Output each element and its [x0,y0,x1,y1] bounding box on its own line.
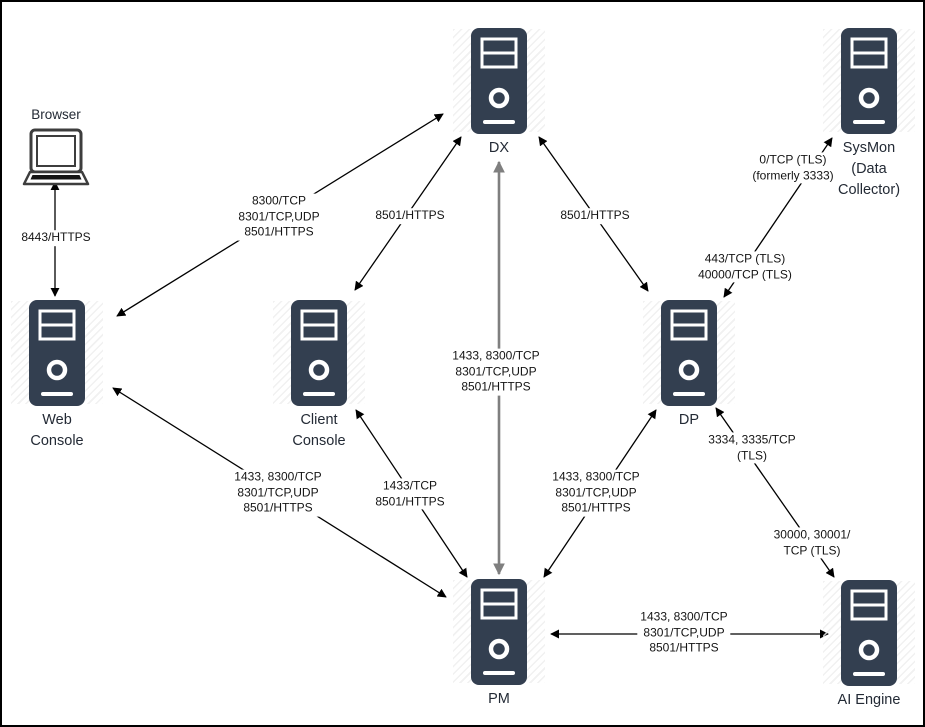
node-client-console: Client Console [273,300,365,449]
node-sysmon-label: SysMon (Data Collector) [837,140,901,199]
server-icon [841,28,897,134]
edge-label-web-dx: 8300/TCP 8301/TCP,UDP 8501/HTTPS [235,193,323,241]
node-browser-label: Browser [31,107,81,122]
edge-label-dx-pm: 1433, 8300/TCP 8301/TCP,UDP 8501/HTTPS [449,348,543,396]
node-browser: Browser [22,106,90,193]
node-dx: DX [453,28,545,156]
edge-label-dp-ai-upper: 3334, 3335/TCP (TLS) [705,432,799,464]
edge-label-dp-sysmon-lower: 443/TCP (TLS) 40000/TCP (TLS) [695,251,795,283]
edge-label-browser-web: 8443/HTTPS [18,230,94,246]
node-pm-label: PM [488,691,510,707]
server-icon [471,28,527,134]
node-web-console: Web Console [11,300,103,449]
edge-label-web-pm: 1433, 8300/TCP 8301/TCP,UDP 8501/HTTPS [231,469,325,517]
edge-label-pm-ai: 1433, 8300/TCP 8301/TCP,UDP 8501/HTTPS [637,609,731,657]
edge-label-client-pm: 1433/TCP 8501/HTTPS [372,478,448,510]
node-sysmon: SysMon (Data Collector) [823,28,915,198]
node-ai-engine: AI Engine [823,580,915,708]
edge-label-dp-sysmon-upper: 0/TCP (TLS) (formerly 3333) [749,152,837,184]
node-ai-engine-label: AI Engine [837,692,901,708]
server-icon [471,579,527,685]
node-web-console-label: Web Console [30,412,84,450]
node-pm: PM [453,579,545,707]
edge-label-dp-dx: 8501/HTTPS [557,208,633,224]
server-icon [841,580,897,686]
server-icon [29,300,85,406]
node-client-console-label: Client Console [292,412,346,450]
edge-label-client-dx: 8501/HTTPS [372,208,448,224]
server-icon [291,300,347,406]
laptop-icon [22,128,90,185]
node-dx-label: DX [488,140,510,156]
edge-label-dp-ai-lower: 30000, 30001/ TCP (TLS) [770,527,854,559]
node-dp: DP [643,300,735,428]
node-dp-label: DP [678,412,700,428]
server-icon [661,300,717,406]
edge-label-dp-pm: 1433, 8300/TCP 8301/TCP,UDP 8501/HTTPS [549,469,643,517]
